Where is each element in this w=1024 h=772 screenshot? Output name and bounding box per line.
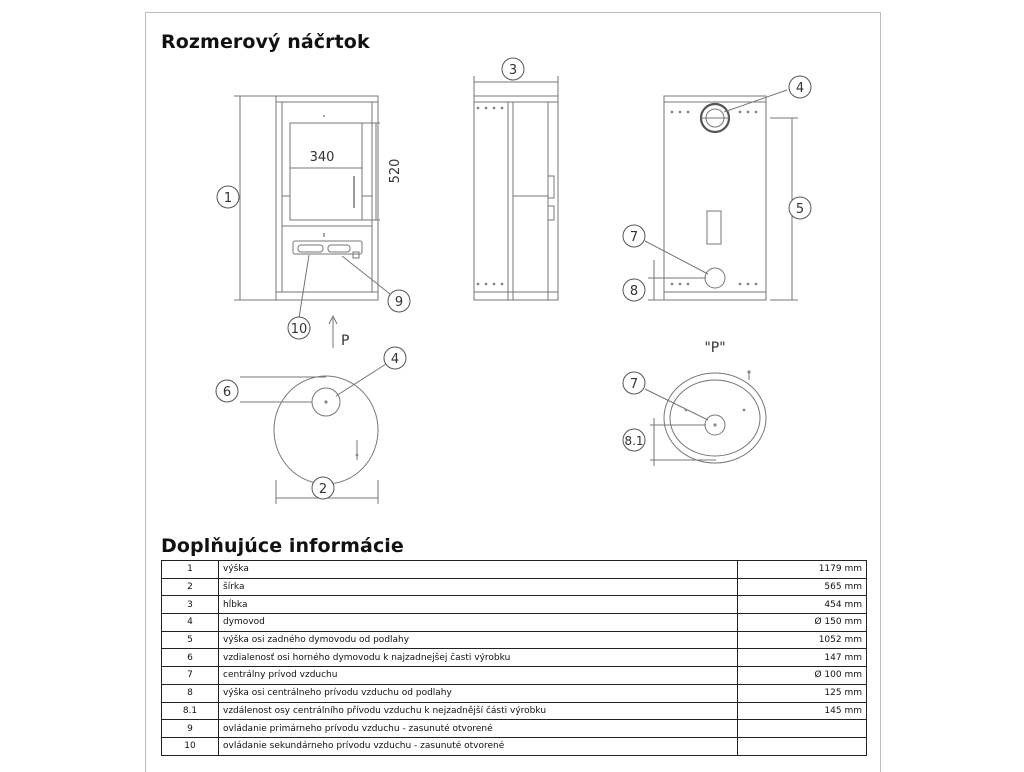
row-value: 145 mm bbox=[737, 701, 867, 721]
callout-3: 3 bbox=[509, 63, 517, 78]
callout-7-rear: 7 bbox=[630, 230, 638, 245]
info-heading: Doplňujúce informácie bbox=[161, 535, 404, 557]
callout-9: 9 bbox=[395, 295, 403, 310]
door-height-dim: 520 bbox=[388, 159, 403, 184]
callout-circle-5 bbox=[788, 196, 812, 220]
rear-view bbox=[644, 89, 798, 301]
callout-circle-6 bbox=[215, 379, 239, 403]
row-number: 2 bbox=[161, 577, 219, 597]
row-number: 10 bbox=[161, 736, 219, 756]
callout-6: 6 bbox=[223, 385, 231, 400]
row-number: 1 bbox=[161, 560, 219, 579]
callout-circle-1 bbox=[216, 185, 240, 209]
callout-1: 1 bbox=[224, 191, 232, 206]
row-description: ovládanie sekundárneho prívodu vzduchu -… bbox=[218, 736, 738, 756]
callout-4-top: 4 bbox=[391, 352, 399, 367]
view-p-label: "P" bbox=[704, 340, 725, 356]
row-value: 1052 mm bbox=[737, 630, 867, 650]
callout-circle-8-1 bbox=[622, 428, 646, 452]
row-value: Ø 150 mm bbox=[737, 613, 867, 632]
drawing-dots bbox=[323, 106, 758, 457]
callout-8-1: 8.1 bbox=[624, 434, 643, 448]
row-number: 6 bbox=[161, 648, 219, 668]
row-description: šírka bbox=[218, 577, 738, 597]
callout-circle-2 bbox=[311, 476, 335, 500]
row-value: 1179 mm bbox=[737, 560, 867, 579]
row-description: vzdialenosť osi horného dymovodu k najza… bbox=[218, 648, 738, 668]
row-description: vzdálenost osy centrálního přívodu vzduc… bbox=[218, 701, 738, 721]
row-value bbox=[737, 736, 867, 756]
bottom-view bbox=[644, 372, 767, 466]
row-description: hĺbka bbox=[218, 595, 738, 615]
callout-7-bottom: 7 bbox=[630, 377, 638, 392]
callout-circle-7-bottom bbox=[622, 371, 646, 395]
front-view bbox=[234, 95, 391, 348]
row-description: ovládanie primárneho prívodu vzduchu - z… bbox=[218, 719, 738, 738]
row-description: dymovod bbox=[218, 613, 738, 632]
row-number: 8.1 bbox=[161, 701, 219, 721]
callout-circles bbox=[215, 57, 812, 500]
callout-10: 10 bbox=[291, 322, 308, 337]
callout-5: 5 bbox=[796, 202, 804, 217]
row-description: výška osi zadného dymovodu od podlahy bbox=[218, 630, 738, 650]
row-number: 7 bbox=[161, 666, 219, 685]
row-number: 5 bbox=[161, 630, 219, 650]
row-value: 125 mm bbox=[737, 683, 867, 703]
row-number: 9 bbox=[161, 719, 219, 738]
callout-4-rear: 4 bbox=[796, 81, 804, 96]
row-description: výška osi centrálneho prívodu vzduchu od… bbox=[218, 683, 738, 703]
callout-circle-8 bbox=[622, 278, 646, 302]
sketch-heading: Rozmerový náčrtok bbox=[161, 31, 370, 53]
row-number: 4 bbox=[161, 613, 219, 632]
row-description: centrálny prívod vzduchu bbox=[218, 666, 738, 685]
row-value: 454 mm bbox=[737, 595, 867, 615]
row-value: 565 mm bbox=[737, 577, 867, 597]
callout-circle-4-top bbox=[383, 346, 407, 370]
callout-circle-7-rear bbox=[622, 224, 646, 248]
callout-2: 2 bbox=[319, 482, 327, 497]
callout-circle-4-rear bbox=[788, 75, 812, 99]
arrow-p-label: P bbox=[341, 333, 349, 349]
row-number: 8 bbox=[161, 683, 219, 703]
row-number: 3 bbox=[161, 595, 219, 615]
row-description: výška bbox=[218, 560, 738, 579]
door-width-dim: 340 bbox=[310, 150, 335, 165]
callout-8: 8 bbox=[630, 284, 638, 299]
row-value: Ø 100 mm bbox=[737, 666, 867, 685]
row-value: 147 mm bbox=[737, 648, 867, 668]
row-value bbox=[737, 719, 867, 738]
side-view bbox=[473, 76, 559, 301]
callout-circle-9 bbox=[387, 289, 411, 313]
callout-circle-10 bbox=[287, 316, 311, 340]
callout-circle-3 bbox=[501, 57, 525, 81]
